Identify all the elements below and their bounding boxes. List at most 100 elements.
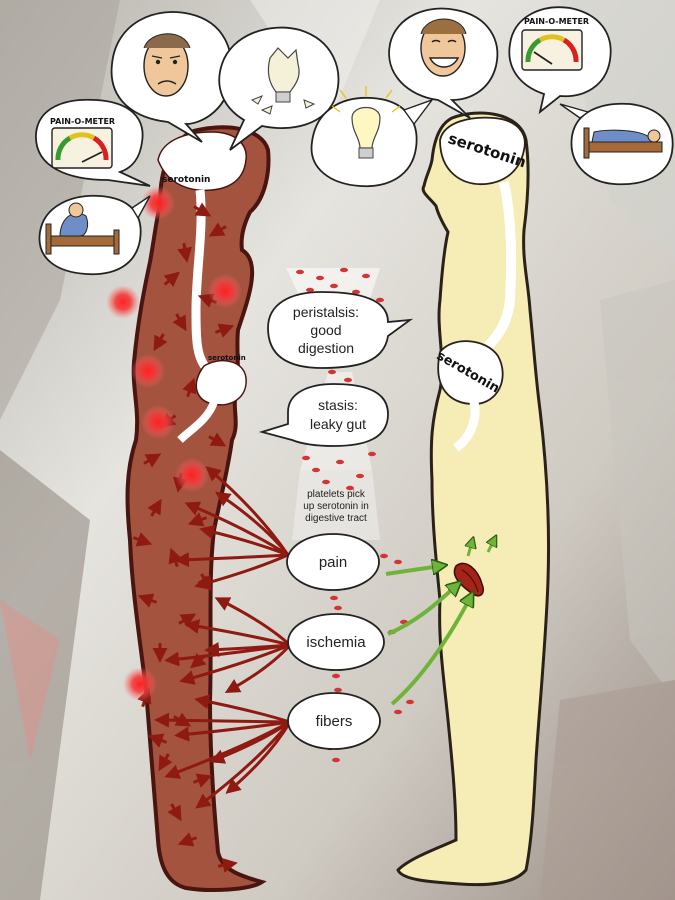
peristalsis-line2: good <box>310 322 341 338</box>
right-pain-meter-bubble: PAIN-O-METER <box>508 6 612 115</box>
left-sleepless-bubble <box>38 194 151 276</box>
vessel-arrow <box>154 712 291 728</box>
body-arrow <box>208 222 227 237</box>
right-happy-face-bubble <box>388 7 499 119</box>
platelet <box>356 473 364 479</box>
platelet <box>330 283 338 289</box>
body-arrow <box>172 313 187 332</box>
body-arrow <box>132 532 153 547</box>
platelet <box>332 757 340 763</box>
platelet <box>394 709 402 715</box>
platelet <box>352 289 360 295</box>
left-pain-meter-bubble: PAIN-O-METER <box>35 98 151 187</box>
fibers-bubble: fibers <box>287 692 381 750</box>
platelet <box>344 377 352 383</box>
right-figure: serotonin serotonin <box>396 111 551 887</box>
platelet <box>368 451 376 457</box>
platelet <box>330 595 338 601</box>
platelet <box>340 267 348 273</box>
pain-bubble: pain <box>286 533 380 591</box>
pain-glows <box>106 186 242 701</box>
left-meter-label: PAIN-O-METER <box>50 117 115 126</box>
platelets-note: platelets pick up serotonin in digestive… <box>303 489 369 524</box>
body-arrow <box>163 271 180 288</box>
stasis-line2: leaky gut <box>310 416 366 432</box>
platelet <box>306 287 314 293</box>
vessel-arrow <box>194 553 289 590</box>
platelet <box>334 687 342 693</box>
platelet <box>380 553 388 559</box>
left-intestine <box>177 400 218 443</box>
body-arrow <box>143 453 162 468</box>
body-arrow <box>147 733 168 748</box>
platelet <box>362 273 370 279</box>
body-arrow <box>147 498 162 517</box>
right-sleeping-bubble <box>559 102 674 186</box>
body-arrow <box>177 242 193 263</box>
green-arrows <box>385 566 470 706</box>
sleepless-person-icon <box>45 202 120 255</box>
right-intestine <box>453 401 480 452</box>
platelet <box>322 479 330 485</box>
body-arrow <box>158 753 173 772</box>
pain-meter-low-icon <box>521 29 583 71</box>
body-arrow <box>208 432 227 447</box>
sleeping-person-icon <box>583 127 663 159</box>
left-brain-label: serotonin <box>162 175 210 185</box>
happy-face-icon <box>420 18 467 77</box>
vessel-arrow <box>174 720 291 742</box>
vessel-arrow <box>184 501 289 557</box>
body-arrow <box>153 333 168 352</box>
right-spinal-channel <box>484 180 517 350</box>
sad-face-icon <box>143 33 191 97</box>
vessel-arrow <box>195 721 292 809</box>
right-brain <box>439 116 526 186</box>
peristalsis-line1: peristalsis: <box>293 304 359 320</box>
ischemia-label: ischemia <box>306 634 366 651</box>
left-broken-bulb-bubble <box>218 26 340 151</box>
pain-meter-high-icon <box>51 127 113 169</box>
peristalsis-callout: peristalsis: good digestion <box>267 291 414 369</box>
peristalsis-line3: digestion <box>298 340 354 356</box>
platelet <box>316 275 324 281</box>
body-arrow <box>187 512 208 527</box>
vessel-arrow <box>214 597 292 647</box>
platelet <box>296 269 304 275</box>
platelet <box>406 699 414 705</box>
body-arrow <box>193 202 212 217</box>
right-bulb-bubble <box>310 86 434 188</box>
left-gut <box>195 359 247 406</box>
platelet <box>346 485 354 491</box>
fibers-label: fibers <box>316 713 353 730</box>
body-arrow <box>217 857 238 873</box>
broken-bulb-icon <box>250 47 316 115</box>
lightbulb-icon <box>331 86 401 159</box>
body-arrow <box>177 832 198 847</box>
vessel-arrow <box>164 643 291 667</box>
left-gut-label: serotonin <box>208 354 246 362</box>
body-arrow <box>214 323 235 338</box>
vessel-arrow <box>224 644 292 693</box>
vessel-arrow <box>215 491 290 556</box>
vessel-arrow <box>179 643 291 685</box>
vessel-arrows <box>154 466 292 809</box>
platelet <box>328 369 336 375</box>
body-arrow <box>137 593 158 608</box>
platelet <box>302 455 310 461</box>
platelet <box>332 673 340 679</box>
body-arrow <box>192 773 213 788</box>
left-sad-face-bubble <box>110 11 233 143</box>
platelet <box>334 605 342 611</box>
platelet <box>312 467 320 473</box>
platelet <box>394 559 402 565</box>
left-spinal-channel <box>191 189 214 376</box>
platelet <box>376 297 384 303</box>
right-gut <box>437 340 504 405</box>
stasis-line1: stasis: <box>318 397 358 413</box>
platelets-line3: digestive tract <box>305 513 367 524</box>
platelets-line2: up serotonin in <box>303 501 369 512</box>
left-brain <box>157 131 247 192</box>
stasis-callout: stasis: leaky gut <box>258 383 389 447</box>
